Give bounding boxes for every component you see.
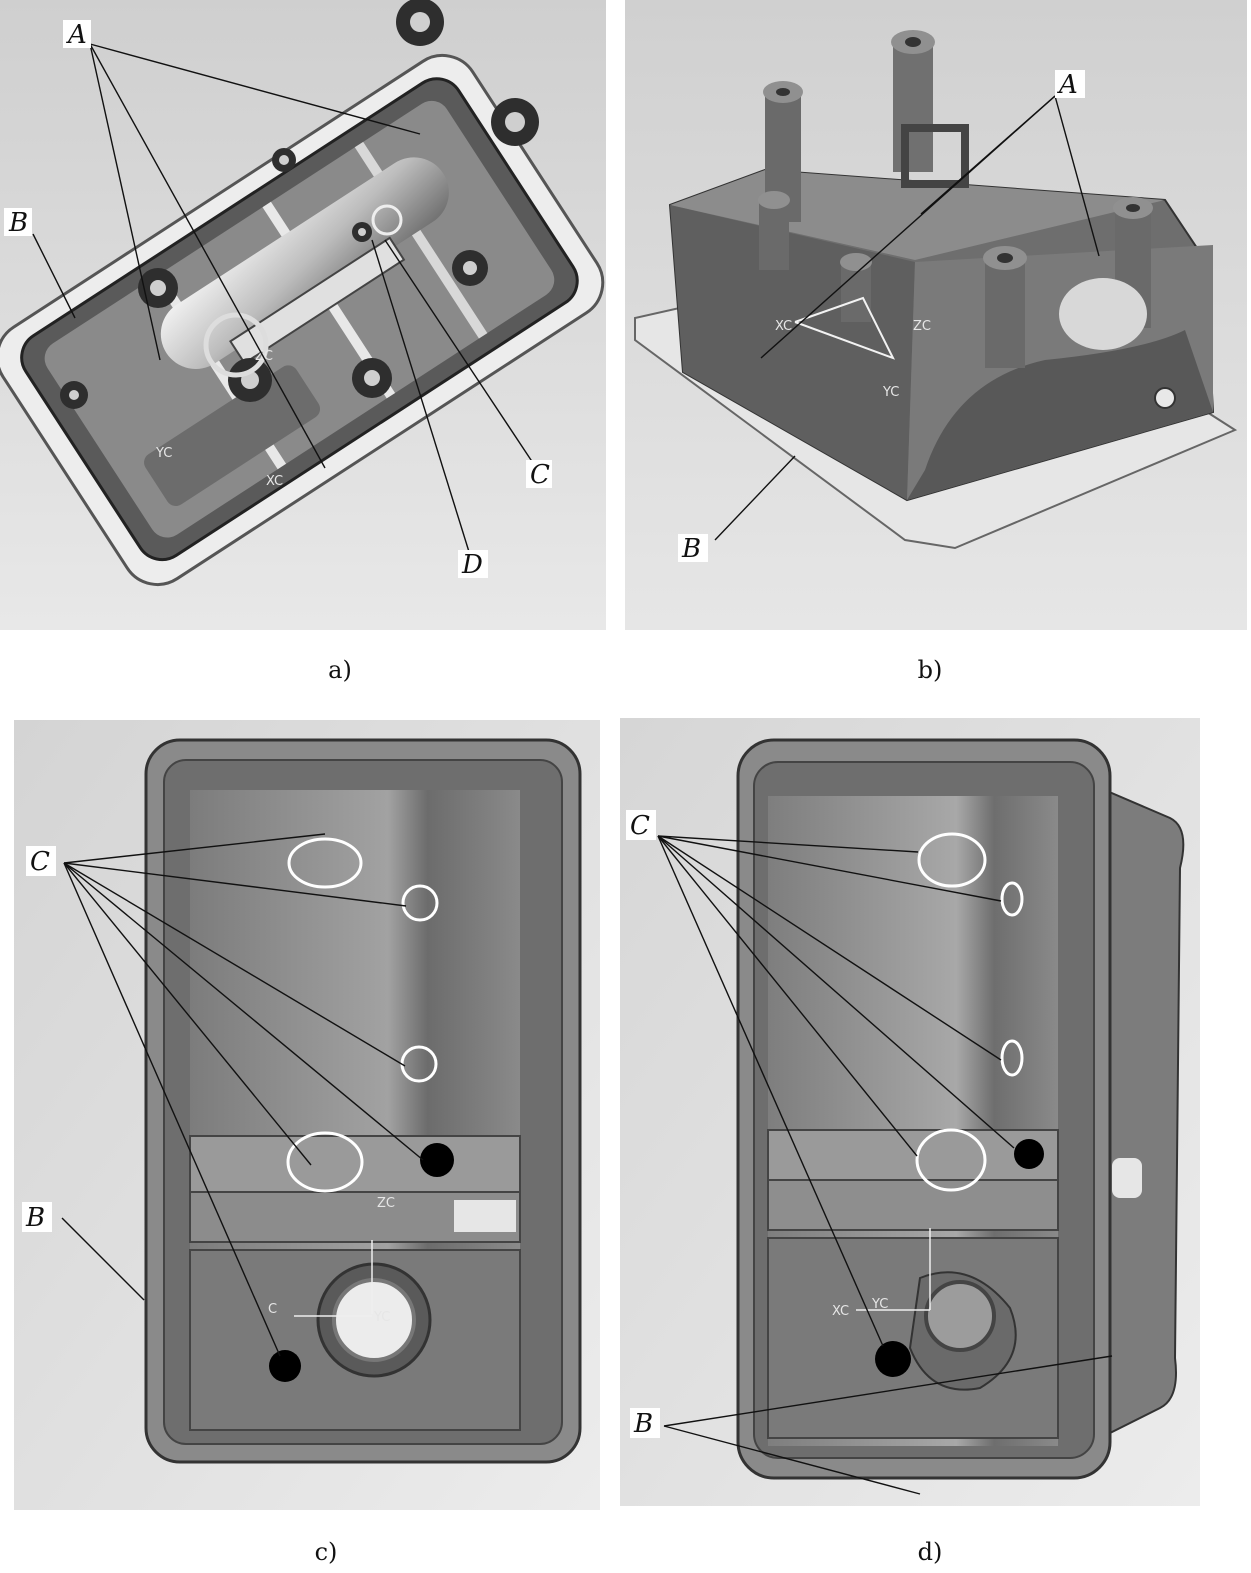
callout-c-B: B [22,1202,52,1233]
leader-lines-a [32,43,536,556]
rib-band [767,1179,1059,1231]
bracket [229,236,406,365]
ring-feature [371,204,403,236]
callout-a-A: A [63,20,91,50]
panel-c-drawing: ZC YC C C B [14,720,600,1510]
cad-triad [794,296,896,360]
boss [272,148,296,172]
panel-d: XC YC C B [620,718,1200,1506]
panel-b: XC ZC YC A B [625,0,1247,630]
cad-axis-z: ZC [377,1196,395,1211]
cad-axis-y: YC [871,1297,888,1312]
svg-text:C: C [530,460,550,490]
bore-hole [332,1278,416,1362]
caption-d: d) [917,1538,943,1566]
cad-axis-z: ZC [913,319,931,334]
svg-text:A: A [66,20,87,50]
markers-d [875,832,1044,1377]
bosses [60,0,539,409]
boss [138,268,178,308]
svg-text:C: C [30,847,50,877]
cad-axis-y: YC [882,385,899,400]
boss [60,381,88,409]
panel-a-drawing: ZC YC XC A B C D [0,0,606,630]
boss [352,358,392,398]
curved-wall [907,330,1213,500]
svg-text:B: B [8,208,28,238]
leader-lines-b [714,95,1100,541]
callout-b-A: A [1055,70,1085,100]
cad-axis-y: YC [155,446,172,461]
cad-axis-x: C [268,1302,277,1317]
panel-d-drawing: XC YC C B [620,718,1200,1506]
callout-b-B: B [678,534,708,564]
svg-text:B: B [25,1203,45,1233]
callout-a-C: C [526,460,552,490]
cad-axis-x: XC [266,474,283,489]
boss [228,358,272,402]
caption-a: a) [328,656,352,684]
boss [452,250,488,286]
gate-marker-open [401,884,439,922]
panel-a: ZC YC XC A B C D [0,0,606,630]
bore-opening [1059,278,1147,350]
bosses [758,30,1153,368]
gate-marker-open [915,1128,987,1192]
svg-text:D: D [461,550,483,580]
boss [983,246,1027,368]
panel-b-drawing: XC ZC YC A B [625,0,1247,630]
caption-c: c) [314,1538,338,1566]
panel-c: ZC YC C C B [14,720,600,1510]
leader-lines-c [61,833,424,1357]
boss [396,0,444,46]
square-frame [901,124,969,188]
callout-a-B: B [4,208,32,238]
callout-d-C: C [626,810,656,841]
svg-text:B: B [681,534,701,564]
ring-feature [203,312,269,378]
lower-chamber [144,365,321,507]
gate-marker-filled [420,1143,454,1177]
callout-d-B: B [630,1408,660,1439]
cad-axis-x: XC [775,319,792,334]
gate-marker-open [1000,1039,1024,1077]
gate-marker-open [287,837,363,889]
cad-axis-x: XC [832,1304,849,1319]
bore-hole [924,1280,996,1352]
callout-c-C: C [26,846,56,877]
gate-marker-open [1000,881,1024,917]
svg-text:B: B [633,1409,653,1439]
boss [891,30,935,172]
gate-marker-filled [269,1350,301,1382]
slot [454,1200,516,1232]
svg-text:C: C [630,811,650,841]
housing-side [1099,786,1185,1440]
gate-marker-open [286,1131,364,1193]
boss [352,222,372,242]
caption-b: b) [917,656,943,684]
mount-hole [1154,387,1176,409]
gate-marker-filled [1014,1139,1044,1169]
cad-axis-y: YC [373,1310,390,1325]
svg-text:A: A [1057,70,1078,100]
gate-marker-filled [875,1341,911,1377]
side-notch [1112,1158,1142,1198]
boss [758,191,790,270]
leader-lines-d [657,835,1113,1495]
gate-marker-open [917,832,987,888]
rib-band [767,1129,1059,1181]
boss [491,98,539,146]
callout-a-D: D [458,550,488,580]
